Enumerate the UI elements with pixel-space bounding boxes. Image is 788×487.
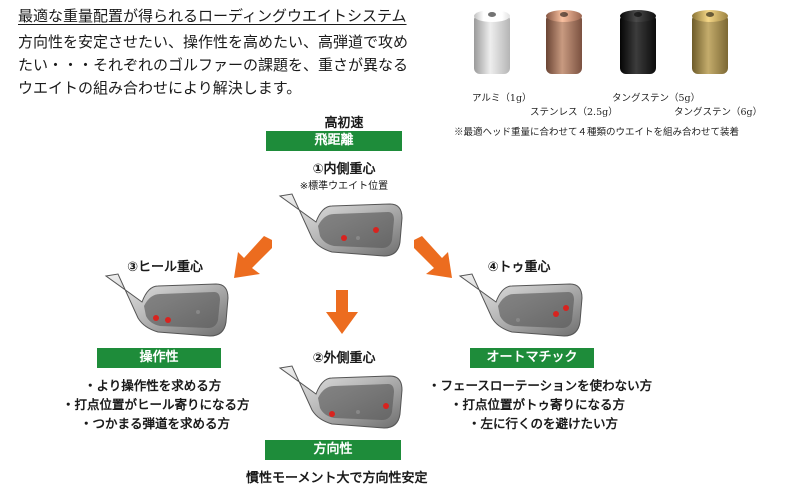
bullet-item: ・打点位置がトゥ寄りになる方 xyxy=(450,397,626,412)
heel-bullets: ・より操作性を求める方 ・打点位置がヒール寄りになる方 ・つかまる弾道を求める方 xyxy=(62,376,250,433)
intro-text: 最適な重量配置が得られるローディングウエイトシステム 方向性を安定させたい、操作… xyxy=(18,5,438,100)
weights-note: ※最適ヘッド重量に合わせて４種類のウエイトを組み合わせて装着 xyxy=(454,127,740,138)
intro-line: ウエイトの組み合わせにより解決します。 xyxy=(18,79,302,97)
weight-label: タングステン（6g） xyxy=(674,107,763,118)
club-head-toe xyxy=(458,273,583,337)
intro-body: 方向性を安定させたい、操作性を高めたい、高弾道で攻め たい・・・それぞれのゴルフ… xyxy=(18,31,438,100)
weight-stainless xyxy=(546,12,582,74)
bullet-item: ・左に行くのを避けたい方 xyxy=(468,416,619,431)
speed-label: 高初速 xyxy=(324,116,364,131)
weight-label: タングステン（5g） xyxy=(612,93,701,104)
outer-cg-title: ②外側重心 xyxy=(312,351,376,366)
club-head-outer xyxy=(278,365,403,429)
arrow-down-right-icon xyxy=(414,236,452,278)
intro-line: 方向性を安定させたい、操作性を高めたい、高弾道で攻め xyxy=(18,33,409,51)
inner-cg-title: ①内側重心 xyxy=(312,162,376,177)
weight-label: ステンレス（2.5g） xyxy=(530,107,618,118)
intro-headline: 最適な重量配置が得られるローディングウエイトシステム xyxy=(18,7,407,25)
distance-badge: 飛距離 xyxy=(266,131,402,151)
heel-badge: 操作性 xyxy=(97,348,221,368)
bullet-item: ・フェースローテーションを使わない方 xyxy=(428,378,653,393)
bullet-item: ・より操作性を求める方 xyxy=(84,378,222,393)
auto-badge: オートマチック xyxy=(470,348,594,368)
weight-tungsten-6g xyxy=(692,12,728,74)
bullet-item: ・つかまる弾道を求める方 xyxy=(80,416,231,431)
toe-cg-title: ④トゥ重心 xyxy=(487,260,551,275)
weight-tungsten-5g xyxy=(620,12,656,74)
weight-aluminum xyxy=(474,12,510,74)
intro-line: たい・・・それぞれのゴルファーの課題を、重さが異なる xyxy=(18,56,409,74)
weight-label: アルミ（1g） xyxy=(472,93,532,104)
moi-caption: 慣性モーメント大で方向性安定 xyxy=(246,471,428,486)
arrow-down-icon xyxy=(326,290,358,334)
weights-photo xyxy=(470,12,770,94)
arrow-down-left-icon xyxy=(234,236,272,278)
direction-badge: 方向性 xyxy=(265,440,401,460)
heel-cg-title: ③ヒール重心 xyxy=(126,260,203,275)
bullet-item: ・打点位置がヒール寄りになる方 xyxy=(62,397,250,412)
toe-bullets: ・フェースローテーションを使わない方 ・打点位置がトゥ寄りになる方 ・左に行くの… xyxy=(428,376,652,433)
club-head-heel xyxy=(104,273,229,337)
inner-cg-subtitle: ※標準ウエイト位置 xyxy=(299,181,389,192)
club-head-inner xyxy=(278,193,403,257)
